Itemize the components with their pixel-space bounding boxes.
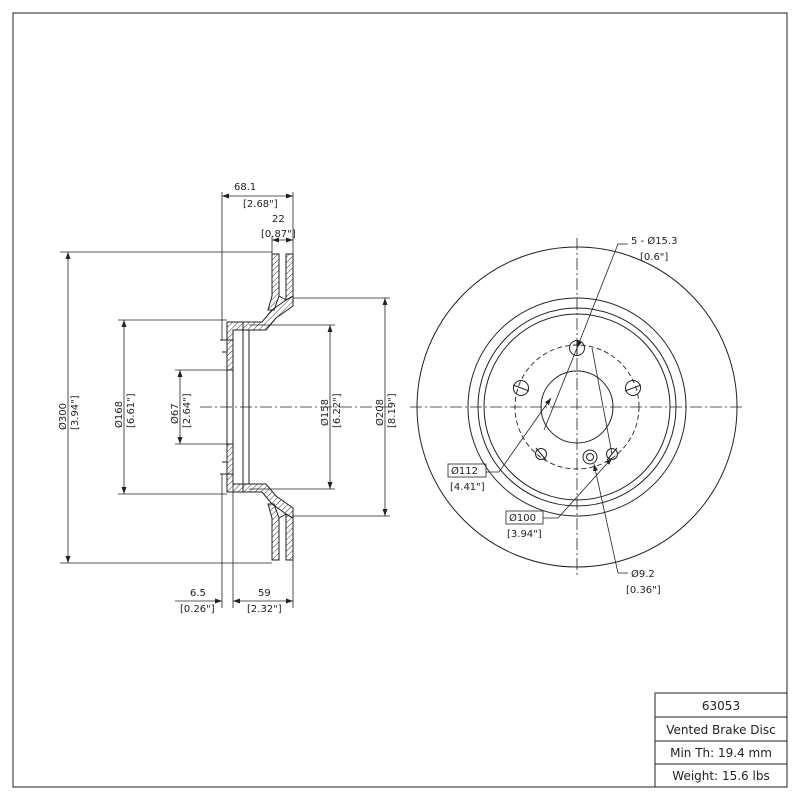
friction-plate-outer-top	[267, 253, 280, 311]
callout-pcd-outer-in: [4.41"]	[450, 482, 485, 493]
part-number: 63053	[702, 699, 740, 713]
mount-face-top	[226, 339, 234, 371]
lug-hole	[535, 448, 547, 460]
disc-outer-edge	[416, 246, 738, 568]
title-block: 63053 Vented Brake Disc Min Th: 19.4 mm …	[654, 692, 788, 788]
dim-center-bore-mm: Ø67	[169, 403, 181, 424]
center-bore	[540, 370, 614, 444]
dim-overall-width-mm: 68.1	[234, 182, 256, 193]
dim-hat-dia-in: [6.61"]	[126, 393, 137, 428]
dim-inner-hat-mm: Ø158	[319, 399, 331, 426]
friction-plate-inner-bottom	[285, 513, 294, 561]
callout-pcd-inner-box	[505, 510, 544, 525]
callout-pcd-outer-mm: Ø112	[451, 465, 478, 477]
front-view-labels: 5 - Ø15.3 [0.6"] Ø112 [4.41"] Ø100 [3.94…	[447, 235, 677, 596]
dim-inner-friction-mm: Ø208	[374, 399, 386, 426]
dim-inner-friction-in: [8.19"]	[387, 393, 398, 428]
side-view-section	[200, 253, 395, 561]
callout-pcd-inner-mm: Ø100	[509, 512, 536, 524]
hat-inner-edge	[483, 313, 671, 501]
lug-hole	[606, 448, 618, 460]
callout-holes-mm: 5 - Ø15.3	[631, 235, 677, 247]
lug-hole	[513, 380, 529, 396]
hat-outer-edge	[477, 307, 677, 507]
dim-outer-dia-in: [3.94"]	[70, 395, 81, 430]
dim-hat-thickness-in: [0.26"]	[180, 604, 215, 615]
dim-overall-width-in: [2.68"]	[243, 199, 278, 210]
hat-wall-top	[226, 295, 294, 341]
dim-offset-mm: 59	[258, 588, 271, 599]
dim-hat-thickness-mm: 6.5	[190, 588, 206, 599]
mount-face-bottom	[226, 443, 234, 475]
friction-plate-outer-bottom	[267, 503, 280, 561]
callout-holes-in: [0.6"]	[640, 252, 668, 263]
front-view-leaders	[486, 243, 628, 574]
dim-inner-hat-in: [6.22"]	[332, 393, 343, 428]
callout-pcd-outer-box	[447, 463, 487, 478]
dim-hat-dia-mm: Ø168	[113, 401, 125, 428]
dim-center-bore-in: [2.64"]	[182, 393, 193, 428]
dim-friction-width-mm: 22	[272, 214, 285, 225]
dim-friction-width-in: [0.87"]	[261, 229, 296, 240]
callout-pcd-inner-in: [3.94"]	[507, 529, 542, 540]
friction-plate-inner-top	[285, 253, 294, 301]
dim-outer-dia-mm: Ø300	[57, 403, 69, 430]
drawing-frame	[12, 12, 788, 788]
side-view-dimensions	[60, 192, 390, 608]
min-thickness: Min Th: 19.4 mm	[670, 746, 772, 760]
callout-small-hole-in: [0.36"]	[626, 585, 661, 596]
hat-wall-bottom	[226, 473, 294, 519]
dim-offset-in: [2.32"]	[247, 604, 282, 615]
lug-hole	[625, 380, 641, 396]
small-hole	[582, 449, 598, 465]
friction-inner-edge	[467, 297, 687, 517]
callout-small-hole-mm: Ø9.2	[631, 568, 655, 580]
part-description: Vented Brake Disc	[666, 723, 775, 737]
side-view-labels: 68.1 [2.68"] 22 [0.87"] Ø300 [3.94"] Ø16…	[57, 182, 398, 615]
front-view	[410, 238, 745, 575]
weight: Weight: 15.6 lbs	[672, 769, 769, 783]
